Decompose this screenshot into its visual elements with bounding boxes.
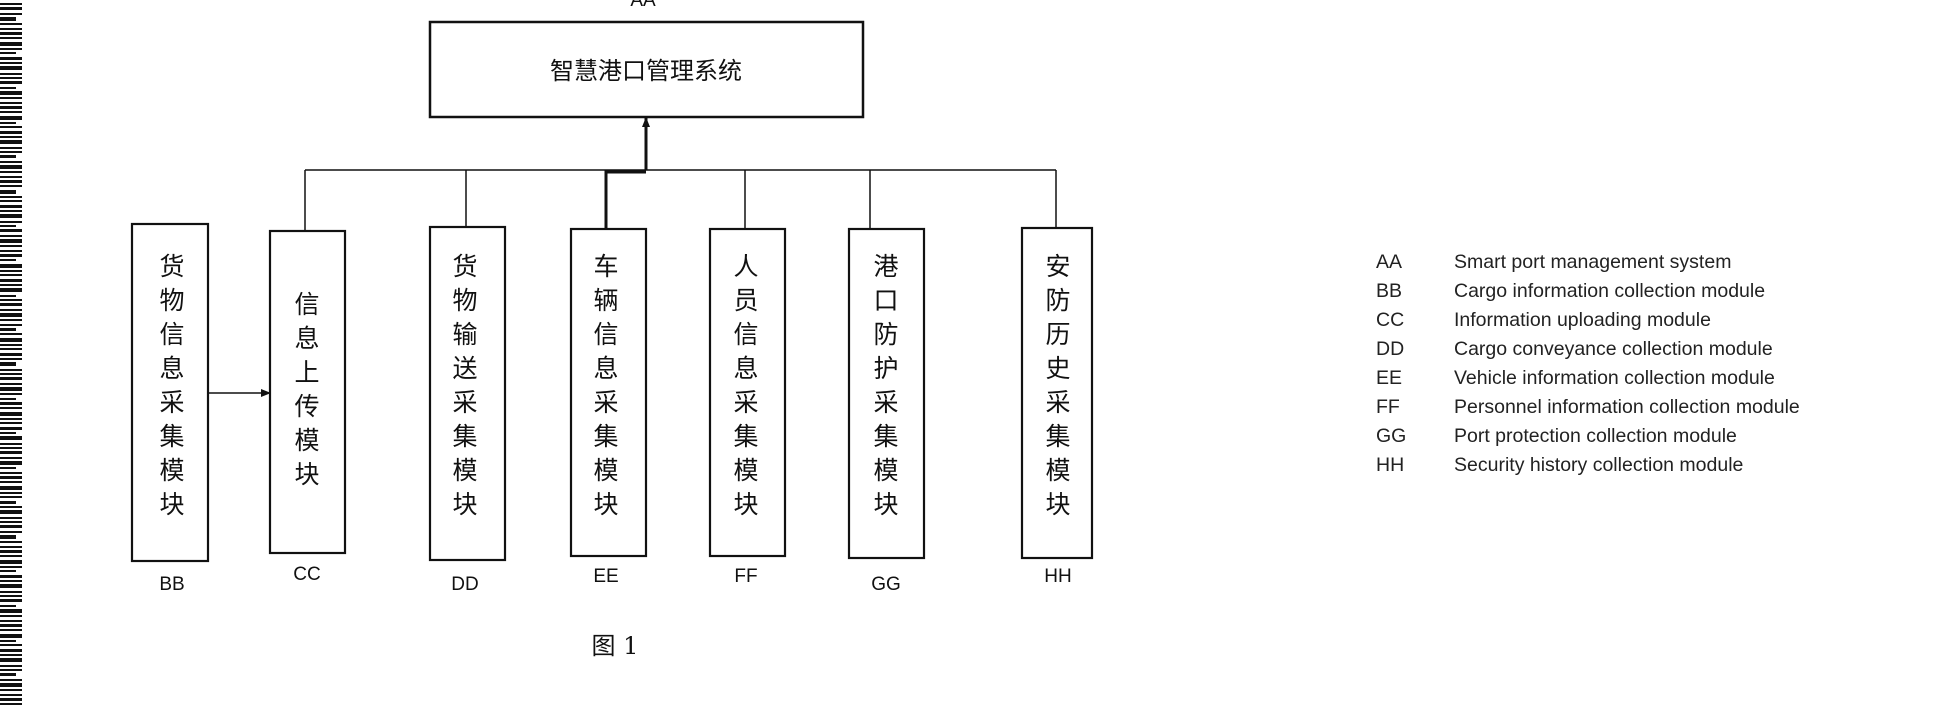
legend-row: HHSecurity history collection module (1376, 451, 1936, 480)
figure-caption: 图 1 (592, 632, 639, 660)
module-boxes: 货物信息采集模块BB 信息上传模块CC 货物输送采集模块DD 车辆信息采集模块EE 人员… (132, 224, 1092, 595)
module-code: CC (293, 564, 320, 585)
legend: AASmart port management systemBBCargo in… (1376, 248, 1936, 480)
module-ee: 车辆信息采集模块EE (571, 229, 646, 587)
legend-description: Information uploading module (1454, 309, 1711, 332)
legend-row: AASmart port management system (1376, 248, 1936, 277)
legend-code: CC (1376, 309, 1454, 332)
legend-description: Vehicle information collection module (1454, 367, 1775, 390)
module-bb: 货物信息采集模块BB (132, 224, 208, 595)
legend-description: Smart port management system (1454, 251, 1731, 274)
legend-row: GGPort protection collection module (1376, 422, 1936, 451)
legend-description: Cargo conveyance collection module (1454, 338, 1773, 361)
module-gg: 港口防护采集模块GG (849, 229, 924, 595)
legend-code: BB (1376, 280, 1454, 303)
legend-code: AA (1376, 251, 1454, 274)
legend-code: FF (1376, 396, 1454, 419)
legend-code: DD (1376, 338, 1454, 361)
legend-description: Personnel information collection module (1454, 396, 1800, 419)
root-code: AA (630, 0, 656, 11)
legend-description: Cargo information collection module (1454, 280, 1765, 303)
module-ff: 人员信息采集模块FF (710, 229, 785, 587)
module-cc: 信息上传模块CC (270, 231, 345, 585)
legend-row: CCInformation uploading module (1376, 306, 1936, 335)
legend-row: EEVehicle information collection module (1376, 364, 1936, 393)
legend-code: GG (1376, 425, 1454, 448)
legend-description: Port protection collection module (1454, 425, 1737, 448)
module-code: BB (159, 574, 184, 595)
module-code: DD (451, 574, 478, 595)
legend-description: Security history collection module (1454, 454, 1743, 477)
module-code: GG (871, 574, 901, 595)
legend-row: DDCargo conveyance collection module (1376, 335, 1936, 364)
legend-code: EE (1376, 367, 1454, 390)
module-code: EE (593, 566, 618, 587)
module-code: HH (1044, 566, 1071, 587)
legend-row: FFPersonnel information collection modul… (1376, 393, 1936, 422)
module-code: FF (734, 566, 757, 587)
module-dd: 货物输送采集模块DD (430, 227, 505, 595)
legend-code: HH (1376, 454, 1454, 477)
root-label: 智慧港口管理系统 (550, 57, 742, 85)
legend-row: BBCargo information collection module (1376, 277, 1936, 306)
module-hh: 安防历史采集模块HH (1022, 228, 1092, 587)
